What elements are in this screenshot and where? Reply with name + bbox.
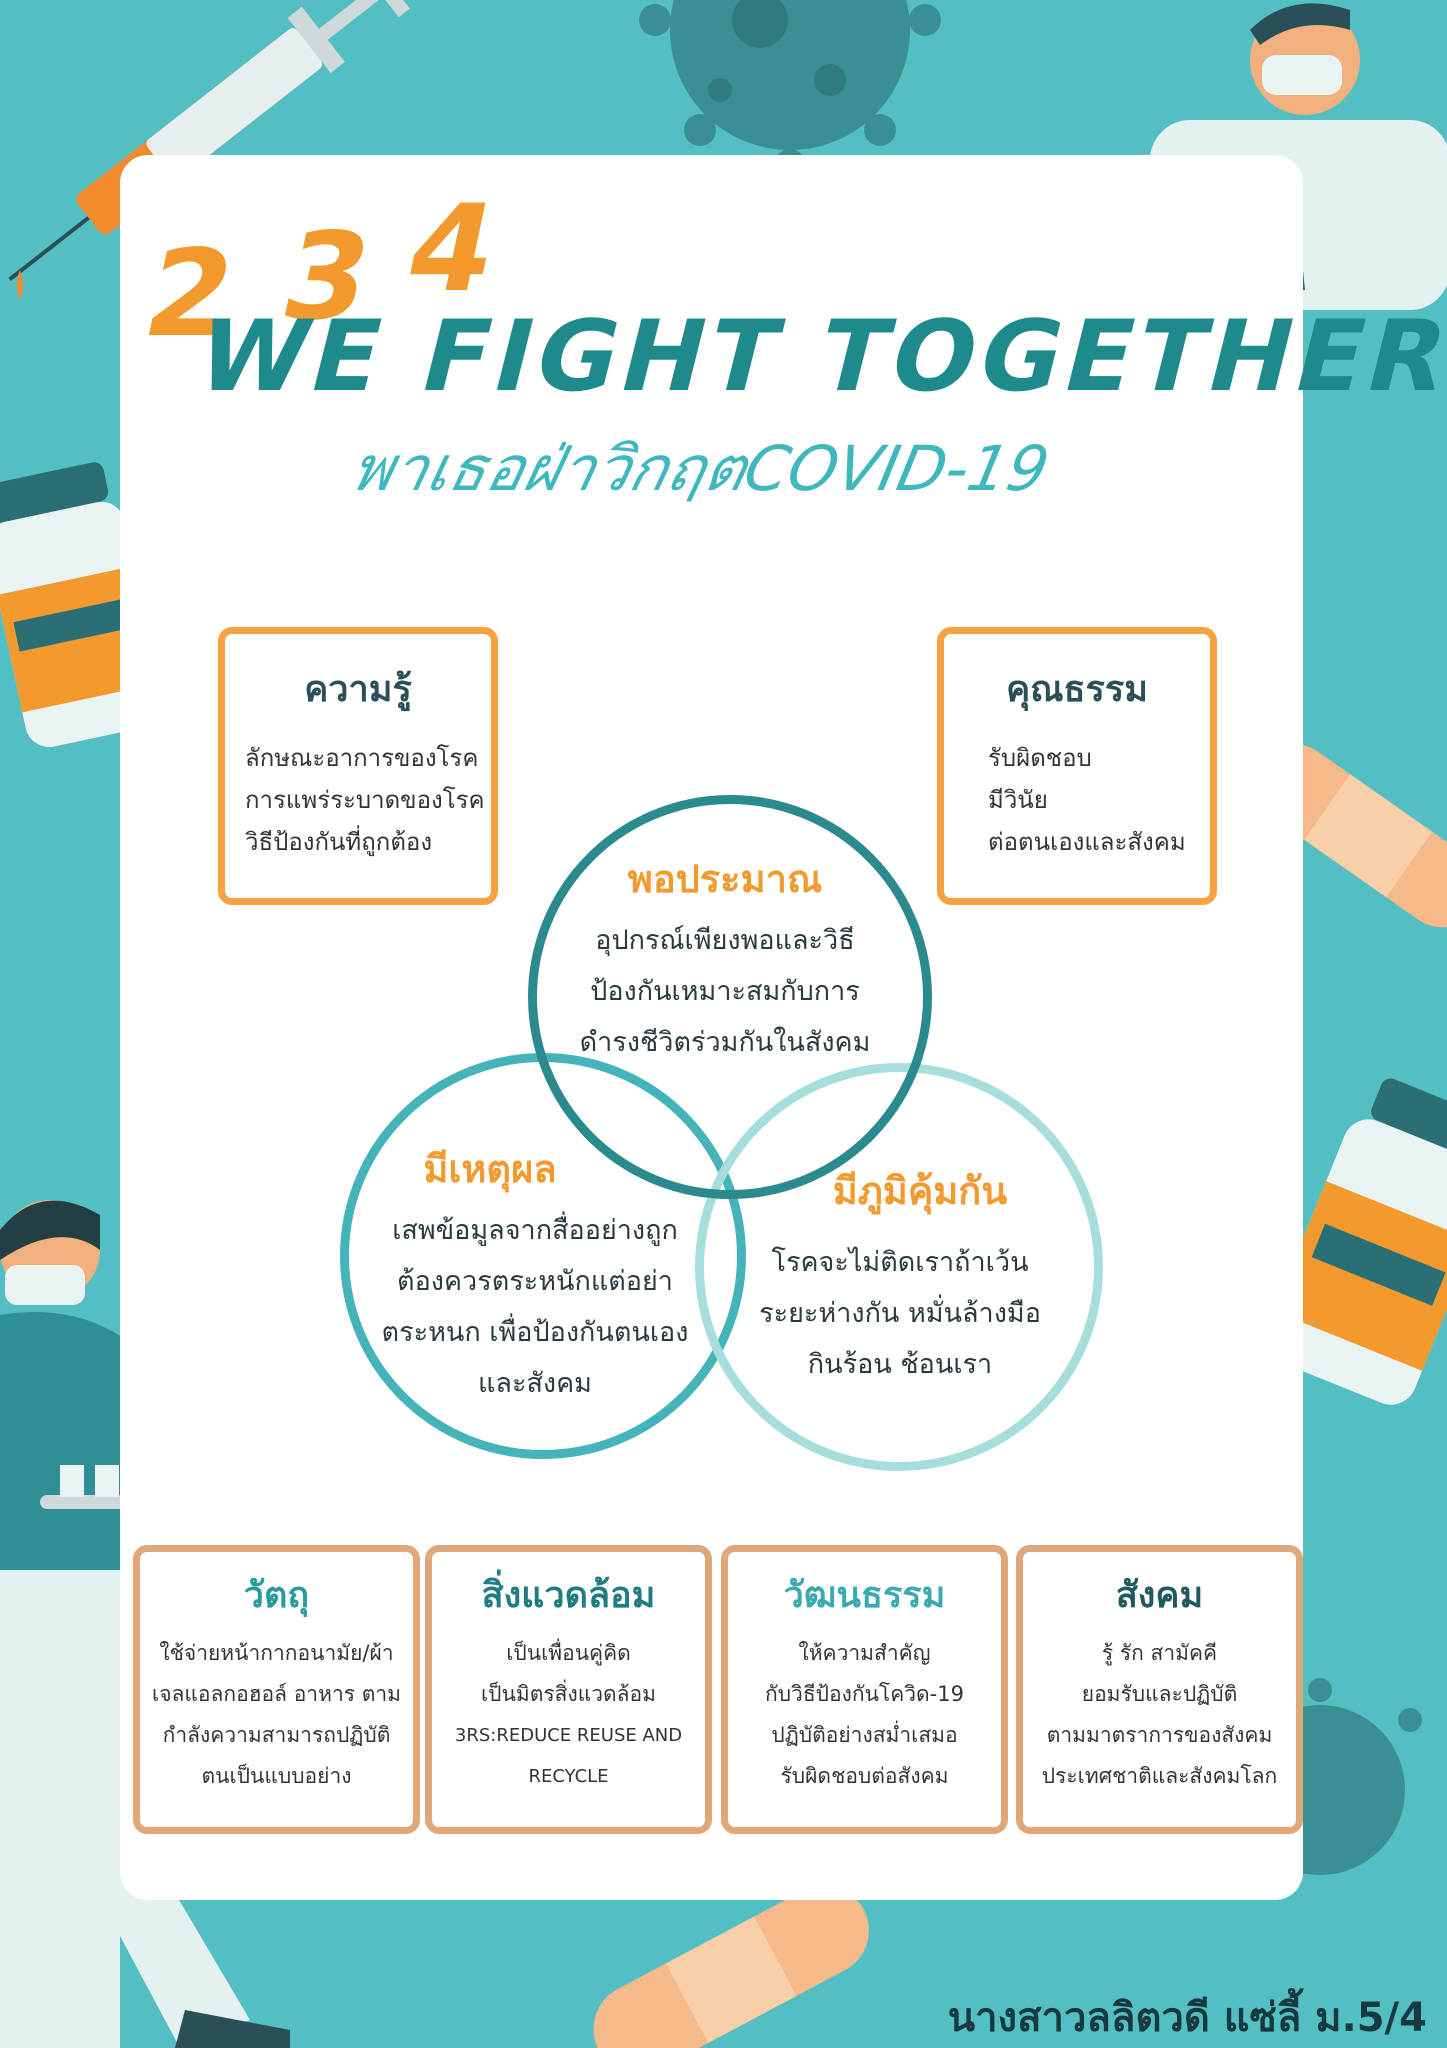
material-line: เจลแอลกอฮอล์ อาหาร ตาม	[152, 1682, 401, 1706]
author-credit: นางสาวลลิตวดี แซ่ลี้ ม.5/4	[947, 1995, 1427, 2041]
material-box: วัตถุ ใช้จ่ายหน้ากากอนามัย/ผ้า เจลแอลกอฮ…	[133, 1545, 420, 1834]
moderation-circle	[528, 795, 932, 1199]
reasonableness-line: เสพข้อมูลจากสื่ออย่างถูก	[392, 1215, 678, 1246]
immunity-line: โรคจะไม่ติดเราถ้าเว้น	[771, 1247, 1029, 1278]
society-line: รู้ รัก สามัคคี	[1101, 1641, 1218, 1665]
environment-line: 3RS:REDUCE REUSE AND	[454, 1725, 683, 1746]
moderation-line: ดำรงชีวิตร่วมกันในสังคม	[579, 1027, 871, 1058]
reasonableness-line: ต้องควรตระหนักแต่อย่า	[397, 1266, 673, 1297]
morality-line: ต่อตนเองและสังคม	[988, 828, 1186, 856]
moderation-title: พอประมาณ	[627, 857, 823, 901]
environment-title: สิ่งแวดล้อม	[481, 1575, 656, 1616]
knowledge-line: วิธีป้องกันที่ถูกต้อง	[245, 828, 433, 856]
culture-title: วัฒนธรรม	[783, 1575, 946, 1616]
knowledge-line: ลักษณะอาการของโรค	[245, 744, 479, 772]
material-line: ตนเป็นแบบอย่าง	[201, 1764, 352, 1788]
medicine-bottle-right-illustration	[1264, 1078, 1447, 1405]
reasonableness-line: ตระหนก เพื่อป้องกันตนเอง	[381, 1317, 689, 1348]
bandage-right-illustration	[1254, 744, 1447, 928]
moderation-text: อุปกรณ์เพียงพอและวิธี ป้องกันเหมาะสมกับก…	[540, 915, 910, 1068]
society-line: ตามมาตราการของสังคม	[1046, 1723, 1273, 1747]
society-line: ยอมรับและปฏิบัติ	[1081, 1682, 1238, 1706]
culture-line: ปฏิบัติอย่างสม่ำเสมอ	[771, 1723, 958, 1747]
society-line: ประเทศชาติและสังคมโลก	[1041, 1764, 1278, 1788]
immunity-line: กินร้อน ช้อนเรา	[807, 1349, 993, 1380]
society-box: สังคม รู้ รัก สามัคคี ยอมรับและปฏิบัติ ต…	[1016, 1545, 1303, 1834]
morality-title: คุณธรรม	[1006, 669, 1148, 710]
environment-line: เป็นเพื่อนคู่คิด	[506, 1641, 631, 1665]
reasonableness-line: และสังคม	[478, 1368, 592, 1399]
morality-box: คุณธรรม รับผิดชอบ มีวินัย ต่อตนเองและสัง…	[937, 627, 1217, 905]
medicine-bottle-left-illustration	[0, 462, 164, 748]
culture-box: วัฒนธรรม ให้ความสำคัญ กับวิธีป้องกันโควิ…	[721, 1545, 1008, 1834]
environment-box: สิ่งแวดล้อม เป็นเพื่อนคู่คิด เป็นมิตรสิ่…	[425, 1545, 712, 1834]
environment-line: เป็นมิตรสิ่งแวดล้อม	[481, 1682, 656, 1706]
knowledge-title: ความรู้	[304, 669, 412, 710]
poster-title: WE FIGHT TOGETHER	[185, 300, 1447, 414]
environment-line: RECYCLE	[528, 1766, 609, 1787]
morality-line: รับผิดชอบ	[988, 744, 1092, 772]
poster-subtitle: พาเธอฝ่าวิกฤตCOVID-19	[344, 432, 1056, 505]
immunity-title: มีภูมิคุ้มกัน	[832, 1169, 1008, 1213]
material-line: ใช้จ่ายหน้ากากอนามัย/ผ้า	[159, 1641, 394, 1665]
material-title: วัตถุ	[243, 1575, 310, 1616]
bandage-bottom-illustration	[593, 1885, 869, 2048]
virus-illustration-top	[639, 0, 941, 181]
culture-line: ให้ความสำคัญ	[798, 1641, 931, 1665]
immunity-line: ระยะห่างกัน หมั่นล้างมือ	[759, 1298, 1041, 1329]
knowledge-box: ความรู้ ลักษณะอาการของโรค การแพร่ระบาดขอ…	[218, 627, 498, 905]
moderation-line: อุปกรณ์เพียงพอและวิธี	[595, 925, 855, 956]
society-title: สังคม	[1115, 1575, 1204, 1616]
reasonableness-text: เสพข้อมูลจากสื่ออย่างถูก ต้องควรตระหนักแ…	[360, 1205, 710, 1409]
material-line: กำลังความสามารถปฏิบัติ	[162, 1723, 391, 1747]
morality-line: มีวินัย	[988, 786, 1048, 814]
moderation-line: ป้องกันเหมาะสมกับการ	[590, 976, 860, 1007]
culture-line: กับวิธีป้องกันโควิด-19	[765, 1682, 964, 1706]
knowledge-line: การแพร่ระบาดของโรค	[245, 786, 485, 814]
immunity-text: โรคจะไม่ติดเราถ้าเว้น ระยะห่างกัน หมั่นล…	[730, 1237, 1070, 1390]
culture-line: รับผิดชอบต่อสังคม	[780, 1764, 949, 1788]
reasonableness-title: มีเหตุผล	[423, 1147, 557, 1191]
